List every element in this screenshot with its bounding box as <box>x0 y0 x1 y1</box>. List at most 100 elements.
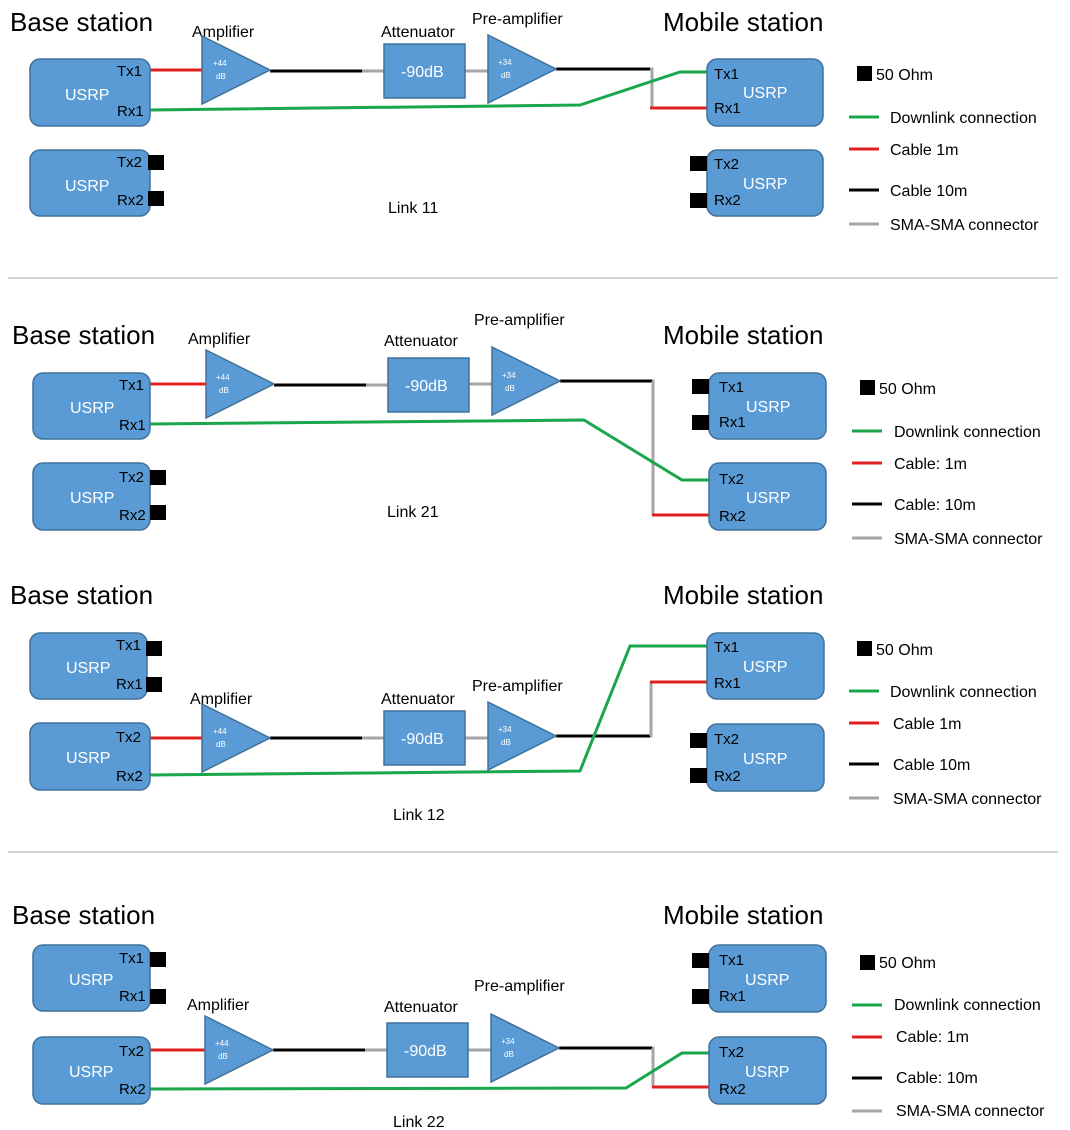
attenuator-label: Attenuator <box>384 999 459 1016</box>
usrp-label: USRP <box>66 750 110 767</box>
ms-usrp-bottom <box>706 723 825 792</box>
port-label: Rx1 <box>119 988 146 1005</box>
terminator-50-ohm <box>690 156 707 171</box>
port-label: Rx2 <box>119 1081 146 1098</box>
attenuator-box <box>387 357 470 413</box>
amp-gain: +44 <box>213 59 227 68</box>
pre-amplifier-label: Pre-amplifier <box>474 312 565 329</box>
ms-usrp-top <box>708 944 827 1013</box>
bs-usrp-top <box>32 372 151 440</box>
attenuator-box <box>383 43 466 99</box>
terminator-50-ohm <box>692 415 709 430</box>
usrp-label: USRP <box>743 659 787 676</box>
panel-link-12: Base station Mobile station Amplifier At… <box>10 580 1042 824</box>
legend-sma-label: SMA-SMA connector <box>894 531 1043 548</box>
amp-gain: +44 <box>215 1039 229 1048</box>
terminator-50-ohm <box>690 193 707 208</box>
sma-connector-wire <box>650 67 654 108</box>
port-label: Tx2 <box>116 729 141 746</box>
pre-amp-gain: +34 <box>498 58 512 67</box>
legend-terminator-swatch <box>860 380 875 395</box>
base-station-title: Base station <box>12 320 155 350</box>
mobile-station-title: Mobile station <box>663 7 823 37</box>
panel-link-22: Base station Mobile station Amplifier At… <box>12 900 1045 1130</box>
legend-sma-label: SMA-SMA connector <box>893 791 1042 808</box>
port-label: Tx1 <box>116 637 141 654</box>
mobile-station-title: Mobile station <box>663 320 823 350</box>
port-label: Tx2 <box>714 731 739 748</box>
amplifier-label: Amplifier <box>187 997 250 1014</box>
terminator-50-ohm <box>148 155 164 170</box>
terminator-50-ohm <box>692 989 709 1004</box>
terminator-50-ohm <box>692 379 709 394</box>
port-label: Rx2 <box>116 768 143 785</box>
downlink-wire <box>149 70 708 112</box>
legend-cable-long-label: Cable: 10m <box>896 1070 978 1087</box>
terminator-50-ohm <box>150 952 166 967</box>
attenuator-value: -90dB <box>401 64 444 81</box>
usrp-label: USRP <box>743 176 787 193</box>
link-label: Link 12 <box>393 807 445 824</box>
usrp-label: USRP <box>745 972 789 989</box>
legend-cable-long-label: Cable 10m <box>890 183 967 200</box>
legend-terminator-label: 50 Ohm <box>876 642 933 659</box>
amp-gain: +44 <box>216 373 230 382</box>
sma-connector-wire <box>651 379 655 515</box>
usrp-label: USRP <box>69 972 113 989</box>
port-label: Rx1 <box>714 100 741 117</box>
attenuator-value: -90dB <box>401 731 444 748</box>
port-label: Tx1 <box>719 952 744 969</box>
mobile-station-title: Mobile station <box>663 580 823 610</box>
port-label: Rx2 <box>719 508 746 525</box>
ms-usrp-top <box>706 632 825 700</box>
bs-usrp-top <box>29 58 151 127</box>
amp-gain-unit: dB <box>218 1052 228 1061</box>
legend-downlink-label: Downlink connection <box>890 684 1037 701</box>
amplifier-label: Amplifier <box>188 331 251 348</box>
link-label: Link 11 <box>388 200 439 217</box>
port-label: Tx2 <box>119 469 144 486</box>
terminator-50-ohm <box>150 470 166 485</box>
pre-amplifier-triangle <box>487 700 558 772</box>
legend-cable-long-label: Cable: 10m <box>894 497 976 514</box>
bs-usrp-bottom <box>32 1036 151 1105</box>
bs-usrp-top <box>32 944 151 1012</box>
port-label: Tx2 <box>719 1044 744 1061</box>
pre-amplifier-triangle <box>491 345 562 417</box>
ms-usrp-bottom <box>706 149 824 217</box>
port-label: Rx1 <box>714 675 741 692</box>
downlink-wire <box>149 418 710 482</box>
amplifier-triangle <box>205 348 276 420</box>
port-label: Tx2 <box>719 471 744 488</box>
port-label: Rx2 <box>714 192 741 209</box>
amplifier-label: Amplifier <box>190 691 253 708</box>
amplifier-label: Amplifier <box>192 24 255 41</box>
bs-usrp-bottom <box>29 149 151 217</box>
attenuator-value: -90dB <box>405 378 448 395</box>
usrp-label: USRP <box>743 751 787 768</box>
legend-cable-short-label: Cable 1m <box>893 716 961 733</box>
legend-sma-label: SMA-SMA connector <box>890 217 1039 234</box>
legend-terminator-swatch <box>857 66 872 81</box>
pre-amplifier-triangle <box>490 1012 561 1084</box>
terminator-50-ohm <box>692 953 709 968</box>
pre-amplifier-label: Pre-amplifier <box>472 678 563 695</box>
port-label: Rx2 <box>719 1081 746 1098</box>
pre-amplifier-triangle <box>487 33 558 105</box>
bs-usrp-bottom <box>29 722 151 791</box>
legend-terminator-label: 50 Ohm <box>879 955 936 972</box>
attenuator-label: Attenuator <box>381 24 456 41</box>
ms-usrp-bottom <box>708 1036 827 1105</box>
pre-amp-gain-unit: dB <box>501 71 511 80</box>
port-label: Tx1 <box>119 377 144 394</box>
attenuator-label: Attenuator <box>384 333 459 350</box>
port-label: Rx1 <box>119 417 146 434</box>
amplifier-triangle <box>201 34 272 106</box>
usrp-label: USRP <box>70 400 114 417</box>
downlink-wire <box>149 1051 710 1091</box>
legend-cable-short-label: Cable: 1m <box>894 456 967 473</box>
port-label: Tx1 <box>719 379 744 396</box>
usrp-label: USRP <box>746 399 790 416</box>
